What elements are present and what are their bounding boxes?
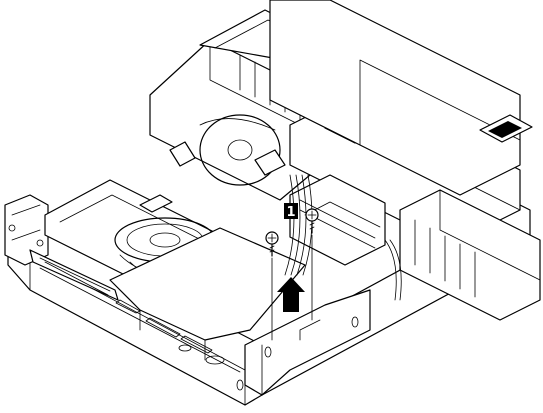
insulator-sheet <box>109 227 306 361</box>
callout-1-label: 1 <box>286 205 295 220</box>
drive-bay <box>269 0 541 321</box>
screw-right <box>305 208 319 234</box>
up-arrow-icon <box>277 277 305 312</box>
screw-left <box>265 231 279 257</box>
front-bracket <box>236 289 371 396</box>
cable-bundle <box>284 174 402 301</box>
riser-card <box>289 174 386 266</box>
screw-guide-lines <box>271 234 313 341</box>
rear-bracket <box>4 194 119 301</box>
callout-1: 1 <box>284 203 298 220</box>
